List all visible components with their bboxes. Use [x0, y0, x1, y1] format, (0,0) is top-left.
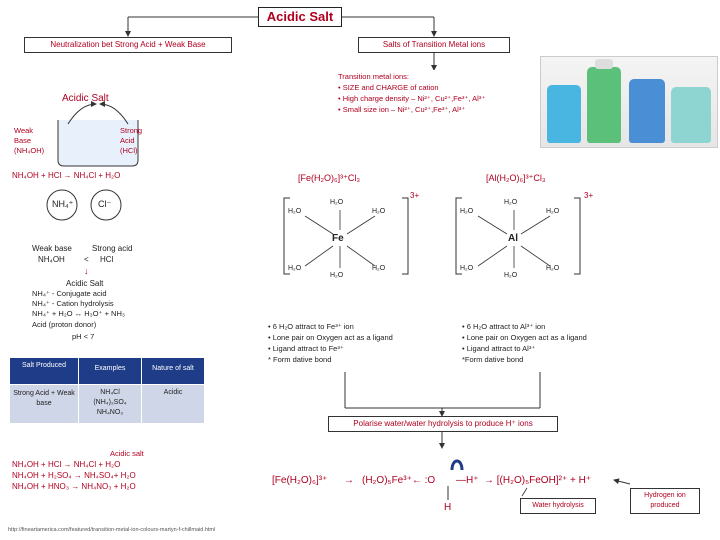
fe-center: Fe [332, 233, 344, 244]
hydrolysis-h: H [444, 502, 452, 513]
note-1: NH₄⁺ - Conjugate acid [32, 289, 107, 298]
left-section-header: Neutralization bet Strong Acid + Weak Ba… [24, 37, 232, 53]
transition-line-4: • Small size ion – Ni²⁺, Cu²⁺,Fe³⁺, Al³⁺ [338, 105, 466, 114]
page-title: Acidic Salt [258, 7, 342, 27]
transition-metal-box: Transition metal ions: • SIZE and CHARGE… [332, 70, 540, 120]
al-note-4: *Form dative bond [462, 355, 524, 364]
fe-ligand-top-right: H₂O [372, 208, 386, 215]
al-charge: 3+ [584, 191, 594, 200]
fe-note-2: • Lone pair on Oxygen act as a ligand [268, 333, 393, 342]
strong-acid-text: Strong acid [92, 244, 133, 253]
table-header-salt: Salt Produced [10, 358, 78, 384]
fe-note-3: • Ligand attract to Fe³⁺ [268, 344, 344, 353]
transition-line-3: • High charge density – Ni²⁺, Cu²⁺,Fe³⁺,… [338, 94, 486, 103]
acidic-salt-label: Acidic salt [110, 449, 144, 458]
note-4: Acid (proton donor) [32, 320, 97, 329]
fe-note-1: • 6 H₂O attract to Fe³⁺ ion [268, 322, 354, 331]
al-ligand-top-right: H₂O [546, 208, 560, 215]
weak-base-text: Weak base [32, 244, 72, 253]
transition-line-2: • SIZE and CHARGE of cation [338, 83, 439, 92]
weak-base-label: Weak Base (NH₄OH) [14, 126, 45, 155]
reaction-2: NH₄OH + H₂SO₄ → NH₄SO₄+ H₂O [12, 471, 136, 480]
al-ligand-top: H₂O [504, 199, 518, 206]
source-url[interactable]: http://fineartamerica.com/featured/trans… [8, 527, 216, 533]
fe-ligand-bottom: H₂O [330, 272, 344, 279]
polarise-box: Polarise water/water hydrolysis to produ… [328, 416, 558, 432]
note-2: NH₄⁺ - Cation hydrolysis [32, 299, 114, 308]
table-cell-salt: Strong Acid + Weak base [10, 385, 78, 423]
hydrolysis-mid: (H₂O)₅Fe³⁺← :O [362, 475, 436, 486]
al-ligand-bottom-right: H₂O [546, 265, 560, 272]
bottles-image [540, 56, 718, 148]
al-note-3: • Ligand attract to Al³⁺ [462, 344, 536, 353]
table-header-examples: Examples [79, 358, 141, 384]
transition-line-1: Transition metal ions: [338, 72, 410, 81]
strong-acid-label: Strong Acid (HCl) [120, 126, 143, 155]
table-cell-examples: NH₄Cl (NH₄)₂SO₄ NH₄NO₃ [79, 385, 141, 423]
fe-notes: • 6 H₂O attract to Fe³⁺ ion • Lone pair … [268, 322, 434, 370]
reaction-3: NH₄OH + HNO₃ → NH₄NO₃ + H₂O [12, 482, 136, 491]
al-ligand-bottom: H₂O [504, 272, 518, 279]
right-section-header: Salts of Transition Metal ions [358, 37, 510, 53]
fe-ligand-bottom-right: H₂O [372, 265, 386, 272]
al-ligand-bottom-left: H₂O [460, 265, 474, 272]
al-complex-formula: [Al(H₂O)₆]³⁺Cl₃ [486, 173, 546, 183]
fe-ligand-top: H₂O [330, 199, 344, 206]
fe-ligand-bottom-left: H₂O [288, 265, 302, 272]
fe-ligand-top-left: H₂O [288, 208, 302, 215]
compare-right: HCl [100, 255, 114, 264]
anion-cl: Cl⁻ [98, 199, 112, 209]
note-3: NH₄⁺ + H₂O ↔ H₃O⁺ + NH₃ [32, 309, 125, 318]
compare-lt: < [84, 255, 89, 264]
water-hydrolysis-label: Water hydrolysis [520, 498, 596, 514]
compare-left: NH₄OH [38, 255, 65, 264]
note-5: pH < 7 [72, 332, 95, 341]
table-header-nature: Nature of salt [142, 358, 204, 384]
al-note-1: • 6 H₂O attract to Al³⁺ ion [462, 322, 546, 331]
fe-charge: 3+ [410, 191, 420, 200]
compare-arrow: ↓ [84, 266, 89, 276]
acidic-salt-result: Acidic Salt [66, 279, 104, 288]
hydrolysis-bond: —H⁺ [456, 475, 479, 486]
al-note-2: • Lone pair on Oxygen act as a ligand [462, 333, 587, 342]
al-ligand-top-left: H₂O [460, 208, 474, 215]
hydrogen-ion-label: Hydrogen ion produced [630, 488, 700, 514]
hydrolysis-right: → [(H₂O)₅FeOH]²⁺ + H⁺ [484, 475, 592, 486]
beaker-title: Acidic Salt [62, 93, 109, 104]
hydrolysis-left: [Fe(H₂O)₆]³⁺ [272, 475, 328, 486]
neutralization-equation: NH₄OH + HCl → NH₄Cl + H₂O [12, 171, 121, 180]
al-notes: • 6 H₂O attract to Al³⁺ ion • Lone pair … [462, 322, 632, 370]
fe-complex-formula: [Fe(H₂O)₆]³⁺Cl₃ [298, 173, 361, 183]
hydrolysis-arrow: → [344, 475, 354, 486]
cation-nh4: NH₄⁺ [52, 199, 74, 209]
reaction-1: NH₄OH + HCl → NH₄Cl + H₂O [12, 460, 121, 469]
al-center: Al [508, 233, 518, 244]
fe-note-4: * Form dative bond [268, 355, 332, 364]
table-cell-nature: Acidic [142, 385, 204, 423]
